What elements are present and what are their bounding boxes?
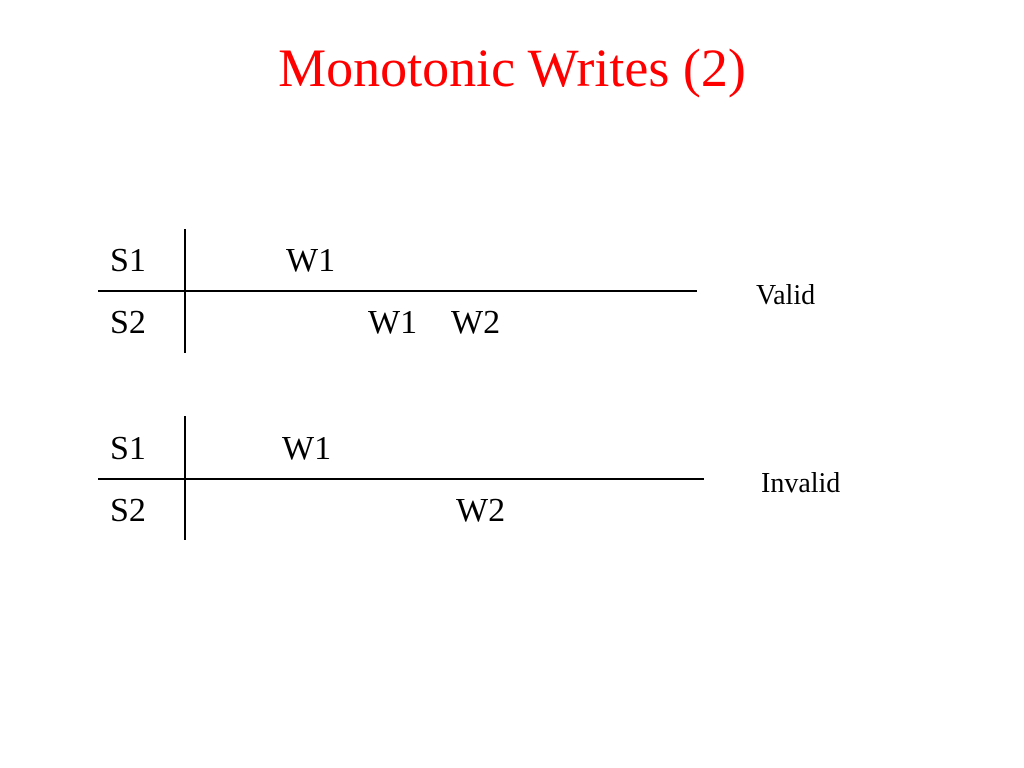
diagram-1-s2-op-w2: W2 [451, 304, 501, 341]
diagram-2-server-label-s1: S1 [110, 430, 146, 467]
diagram-2-server-label-s2: S2 [110, 492, 146, 529]
diagram-2-divider [98, 478, 704, 480]
diagram-1-server-label-s1: S1 [110, 242, 146, 279]
diagram-2-s1-op-w1: W1 [282, 430, 332, 467]
diagram-1-verdict: Valid [756, 280, 816, 311]
diagram-1-s1-op-w1: W1 [286, 242, 336, 279]
diagram-2-verdict: Invalid [761, 468, 841, 499]
diagram-1-server-label-s2: S2 [110, 304, 146, 341]
diagram-1-s2-op-w1: W1 [368, 304, 418, 341]
diagram-1-divider [98, 290, 697, 292]
slide-title: Monotonic Writes (2) [278, 38, 746, 98]
diagram-2-s2-op-w2: W2 [456, 492, 506, 529]
